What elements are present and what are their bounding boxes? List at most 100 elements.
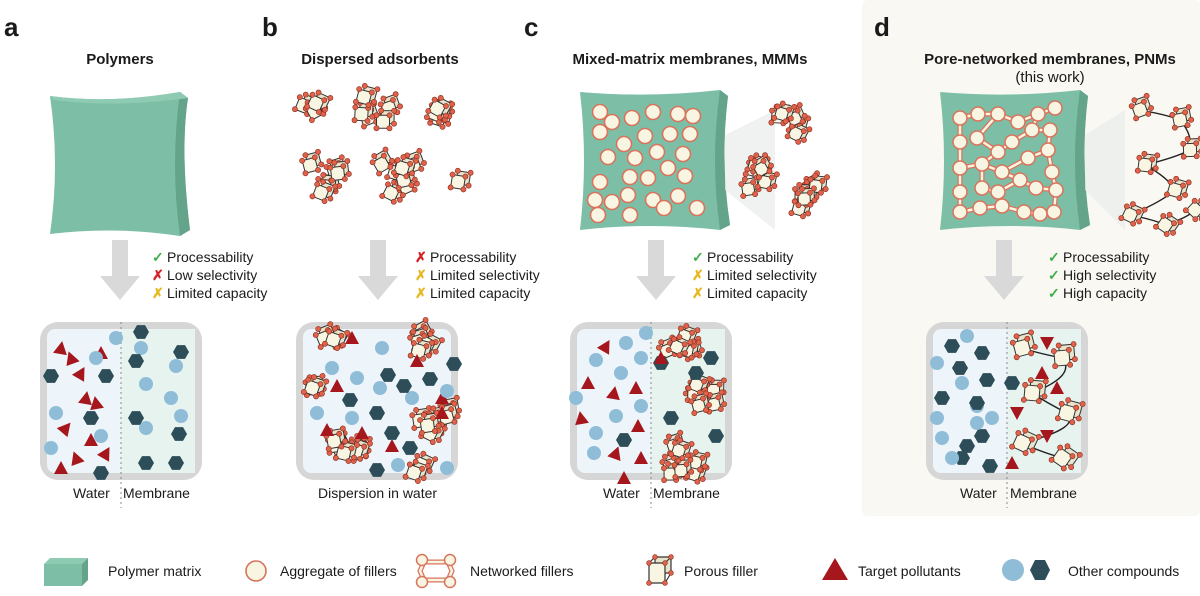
porous-filler-cube bbox=[1009, 427, 1042, 456]
check-icon: ✓ bbox=[1048, 267, 1060, 283]
property-item: ✓Processability bbox=[1048, 249, 1150, 265]
networked-filler-node bbox=[969, 130, 985, 146]
compound-hexagon bbox=[969, 396, 985, 410]
networked-filler-node bbox=[1010, 114, 1026, 130]
filler-aggregate bbox=[621, 168, 639, 186]
networked-filler-node bbox=[1012, 172, 1028, 188]
porous-filler-cube bbox=[1134, 150, 1161, 176]
compound-hexagon bbox=[380, 368, 396, 382]
caption-water-a: Water bbox=[73, 485, 110, 501]
pollutant-triangle-icon bbox=[822, 558, 848, 580]
compound-circle bbox=[174, 409, 188, 423]
porous-filler-cube bbox=[671, 456, 695, 480]
filler-aggregate bbox=[603, 113, 621, 131]
networked-filler-node bbox=[1040, 142, 1056, 158]
networked-filler-node bbox=[974, 156, 990, 172]
caption-membrane-d: Membrane bbox=[1010, 485, 1077, 501]
compound-circle bbox=[945, 451, 959, 465]
pollutant-triangle bbox=[1050, 381, 1064, 394]
property-item: ✓High capacity bbox=[1048, 285, 1148, 301]
filler-aggregate bbox=[586, 191, 604, 209]
pollutant-triangle bbox=[71, 451, 85, 467]
pollutant-triangle bbox=[617, 471, 631, 484]
legend-label-porous-filler: Porous filler bbox=[684, 563, 758, 579]
panel-d-letter: d bbox=[874, 12, 890, 42]
compound-hexagon bbox=[663, 411, 679, 425]
porous-filler-cube bbox=[353, 83, 381, 108]
porous-filler-cube bbox=[703, 389, 728, 415]
porous-filler-cube bbox=[322, 325, 351, 351]
compound-hexagon bbox=[138, 456, 154, 470]
compound-hexagon bbox=[384, 426, 400, 440]
polymer-matrix-icon bbox=[44, 558, 88, 586]
compound-hexagon bbox=[974, 429, 990, 443]
compound-hexagon bbox=[83, 411, 99, 425]
compound-circle bbox=[405, 391, 419, 405]
pollutant-triangle bbox=[385, 439, 399, 452]
pollutant-triangle bbox=[1005, 456, 1019, 469]
pollutant-triangle bbox=[53, 341, 67, 356]
mmm-slab bbox=[580, 90, 830, 230]
panel-a-letter: a bbox=[4, 12, 19, 42]
filler-aggregate bbox=[684, 107, 702, 125]
caption-membrane-c: Membrane bbox=[653, 485, 720, 501]
compound-circle bbox=[930, 411, 944, 425]
porous-filler-cube bbox=[299, 148, 325, 177]
filler-aggregate bbox=[644, 103, 662, 121]
compound-hexagon bbox=[952, 361, 968, 375]
compound-hexagon bbox=[173, 345, 189, 359]
porous-filler-cube bbox=[332, 439, 360, 464]
pollutant-triangle bbox=[631, 419, 645, 432]
filler-aggregate bbox=[589, 206, 607, 224]
compound-hexagon bbox=[171, 427, 187, 441]
property-item: ✗Limited selectivity bbox=[415, 267, 540, 283]
compound-circle bbox=[310, 406, 324, 420]
compound-hexagon bbox=[616, 433, 632, 447]
arrow-down-b bbox=[358, 240, 398, 300]
panel-a-properties: ✓Processability ✗Low selectivity ✗Limite… bbox=[152, 248, 267, 302]
networked-filler-node bbox=[952, 204, 968, 220]
property-item: ✗Limited capacity bbox=[415, 285, 531, 301]
porous-filler-cube bbox=[1153, 211, 1184, 237]
legend-label-networked: Networked fillers bbox=[470, 563, 574, 579]
pollutant-triangle bbox=[435, 391, 449, 404]
compound-hexagon bbox=[934, 391, 950, 405]
panel-d-title: Pore-networked membranes, PNMs bbox=[924, 51, 1176, 68]
porous-filler-cube bbox=[750, 152, 774, 181]
porous-filler-cube bbox=[1048, 443, 1083, 472]
property-item: ✗Limited capacity bbox=[152, 285, 268, 301]
filler-aggregate bbox=[648, 143, 666, 161]
compound-hexagon bbox=[93, 466, 109, 480]
panel-c-letter: c bbox=[524, 12, 539, 42]
partial-cross-icon: ✗ bbox=[692, 285, 704, 301]
compound-hexagon bbox=[402, 441, 418, 455]
filler-aggregate bbox=[619, 186, 637, 204]
compound-circle bbox=[609, 409, 623, 423]
property-item: ✓Processability bbox=[152, 249, 254, 265]
networked-filler-node bbox=[1044, 164, 1060, 180]
compound-circle bbox=[614, 366, 628, 380]
porous-filler-cube bbox=[1180, 135, 1200, 160]
compound-hexagon bbox=[446, 357, 462, 371]
compound-hexagon bbox=[396, 379, 412, 393]
filler-aggregate bbox=[623, 109, 641, 127]
filler-aggregate bbox=[603, 193, 621, 211]
pnm-slab bbox=[940, 90, 1200, 237]
compound-hexagon bbox=[98, 369, 114, 383]
pollutant-triangle bbox=[581, 376, 595, 389]
panel-b-letter: b bbox=[262, 12, 278, 42]
filler-aggregate bbox=[621, 206, 639, 224]
filler-aggregate bbox=[674, 145, 692, 163]
caption-dispersion-b: Dispersion in water bbox=[318, 485, 438, 501]
panel-a-title: Polymers bbox=[86, 51, 154, 68]
compound-hexagon bbox=[688, 366, 704, 380]
pollutant-triangle bbox=[66, 351, 80, 367]
networked-filler-node bbox=[1028, 180, 1044, 196]
panel-d-subtitle: (this work) bbox=[1015, 69, 1085, 86]
porous-filler-cube bbox=[1054, 397, 1086, 426]
filler-aggregate bbox=[676, 167, 694, 185]
porous-filler-cube bbox=[1009, 329, 1038, 361]
pollutant-triangle bbox=[606, 386, 620, 401]
compound-hexagon bbox=[422, 372, 438, 386]
caption-water-d: Water bbox=[960, 485, 997, 501]
